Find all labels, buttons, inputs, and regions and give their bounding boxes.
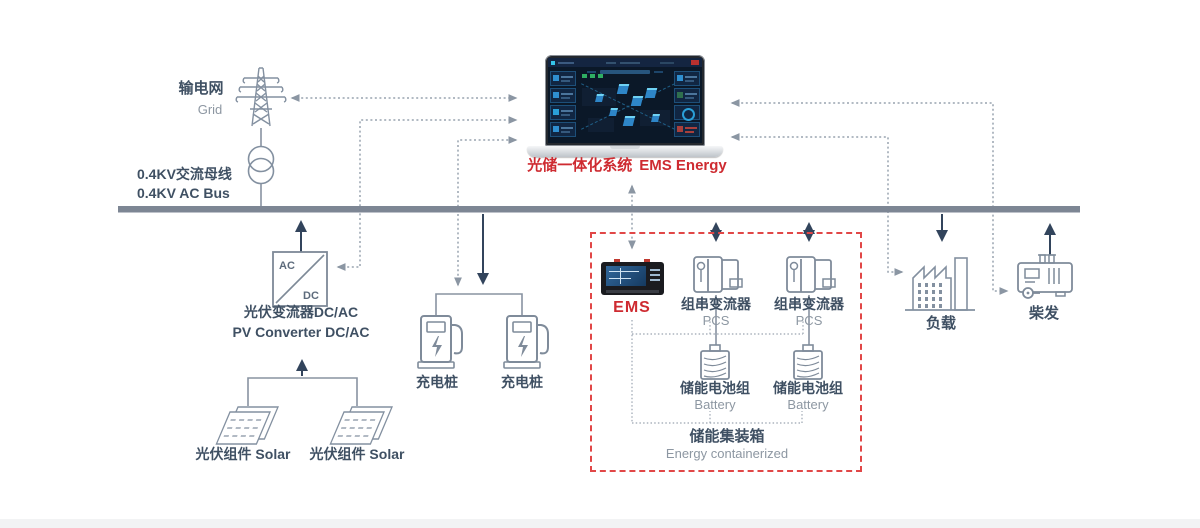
laptop-dashboard — [548, 58, 702, 143]
dashboard-device — [616, 84, 630, 94]
bus-label-zh: 0.4KV交流母线 — [137, 166, 232, 182]
charger-1-label: 充电桩 — [416, 374, 458, 390]
container-label-zh: 储能集装箱 — [689, 428, 765, 445]
battery-1-icon — [700, 344, 730, 380]
solar-panel-2-icon — [329, 406, 393, 445]
structure-lines — [247, 128, 810, 406]
laptop-notch — [610, 146, 640, 149]
dashboard-device — [622, 116, 636, 126]
link-laptop-converter — [336, 116, 518, 271]
charger-1-icon — [417, 315, 463, 369]
ems-system-title: 光储一体化系统 EMS Energy — [527, 157, 727, 174]
ems-label: EMS — [613, 299, 651, 316]
dashboard-green-indicator — [582, 74, 587, 78]
link-ems-storage — [631, 319, 804, 424]
battery-1-label-zh: 储能电池组 — [680, 380, 750, 396]
pcs-2-label-zh: 组串变流器 — [774, 296, 844, 312]
dashboard-menu-item — [620, 62, 640, 64]
charger-2-icon — [503, 315, 549, 369]
dashboard-device — [609, 108, 618, 116]
ems-system-title-en: EMS Energy — [639, 157, 727, 174]
grid-tower-icon — [235, 67, 287, 127]
laptop-screen — [545, 55, 705, 146]
dashboard-building — [588, 118, 614, 132]
dashboard-flag-icon — [691, 60, 699, 65]
solar-panel-1-icon — [215, 406, 279, 445]
storage-container-box — [590, 232, 862, 472]
converter-dc-text: DC — [303, 290, 319, 302]
ems-controller-icon — [601, 259, 664, 295]
pcs-1-icon — [693, 256, 743, 293]
battery-2-label-zh: 储能电池组 — [773, 380, 843, 396]
ems-nub — [614, 259, 620, 262]
dashboard-topbar — [548, 58, 702, 67]
ems-screen — [606, 266, 646, 286]
pcs-1-label-en: PCS — [702, 313, 730, 328]
container-label-en: Energy containerized — [665, 446, 789, 461]
load-factory-icon — [905, 257, 975, 311]
bus-label-en: 0.4KV AC Bus — [137, 185, 230, 201]
dashboard-device — [644, 88, 658, 98]
dashboard-logo-icon — [551, 61, 555, 65]
dashboard-right-panels — [674, 71, 700, 139]
diesel-label: 柴发 — [1028, 305, 1060, 322]
ac-bus-bar — [118, 206, 1080, 213]
converter-ac-text: AC — [279, 260, 295, 272]
battery-2-icon — [793, 344, 823, 380]
laptop-base — [527, 146, 723, 157]
pcs-1-label-zh: 组串变流器 — [681, 296, 751, 312]
charger-bracket — [435, 293, 523, 316]
converter-label-zh: 光伏变流器DC/AC — [243, 304, 359, 320]
pcs-2-icon — [786, 256, 836, 293]
charger-2-label: 充电桩 — [501, 374, 543, 390]
solar-bracket — [247, 377, 358, 406]
ems-bottom-strip — [606, 290, 659, 293]
dashboard-green-indicator — [598, 74, 603, 78]
ems-laptop — [527, 55, 723, 158]
dashboard-left-panels — [550, 71, 576, 139]
dashboard-menu-item — [606, 62, 616, 64]
pv-converter-icon: AC DC — [272, 251, 328, 307]
pcs-2-label-en: PCS — [795, 313, 823, 328]
solar-1-label: 光伏组件 Solar — [195, 446, 291, 462]
diesel-genset-icon — [1017, 254, 1073, 299]
converter-label-en: PV Converter DC/AC — [232, 324, 370, 340]
transformer-icon — [247, 145, 275, 185]
dashboard-search — [660, 62, 674, 64]
battery-1-label-en: Battery — [694, 397, 736, 412]
dashboard-device — [630, 96, 644, 106]
load-label: 负载 — [925, 315, 957, 332]
solar-2-label: 光伏组件 Solar — [309, 446, 405, 462]
control-links — [290, 94, 1009, 295]
grid-label-zh: 输电网 — [178, 80, 224, 97]
ems-system-title-zh: 光储一体化系统 — [527, 157, 633, 174]
page-bottom-band — [0, 519, 1200, 528]
grid-label-en: Grid — [197, 102, 223, 117]
ems-nub — [644, 259, 650, 262]
dashboard-brand-text — [558, 62, 574, 64]
dashboard-title — [587, 70, 663, 74]
link-laptop-diesel — [730, 99, 1009, 295]
dashboard-green-indicator — [590, 74, 595, 78]
battery-2-label-en: Battery — [787, 397, 829, 412]
